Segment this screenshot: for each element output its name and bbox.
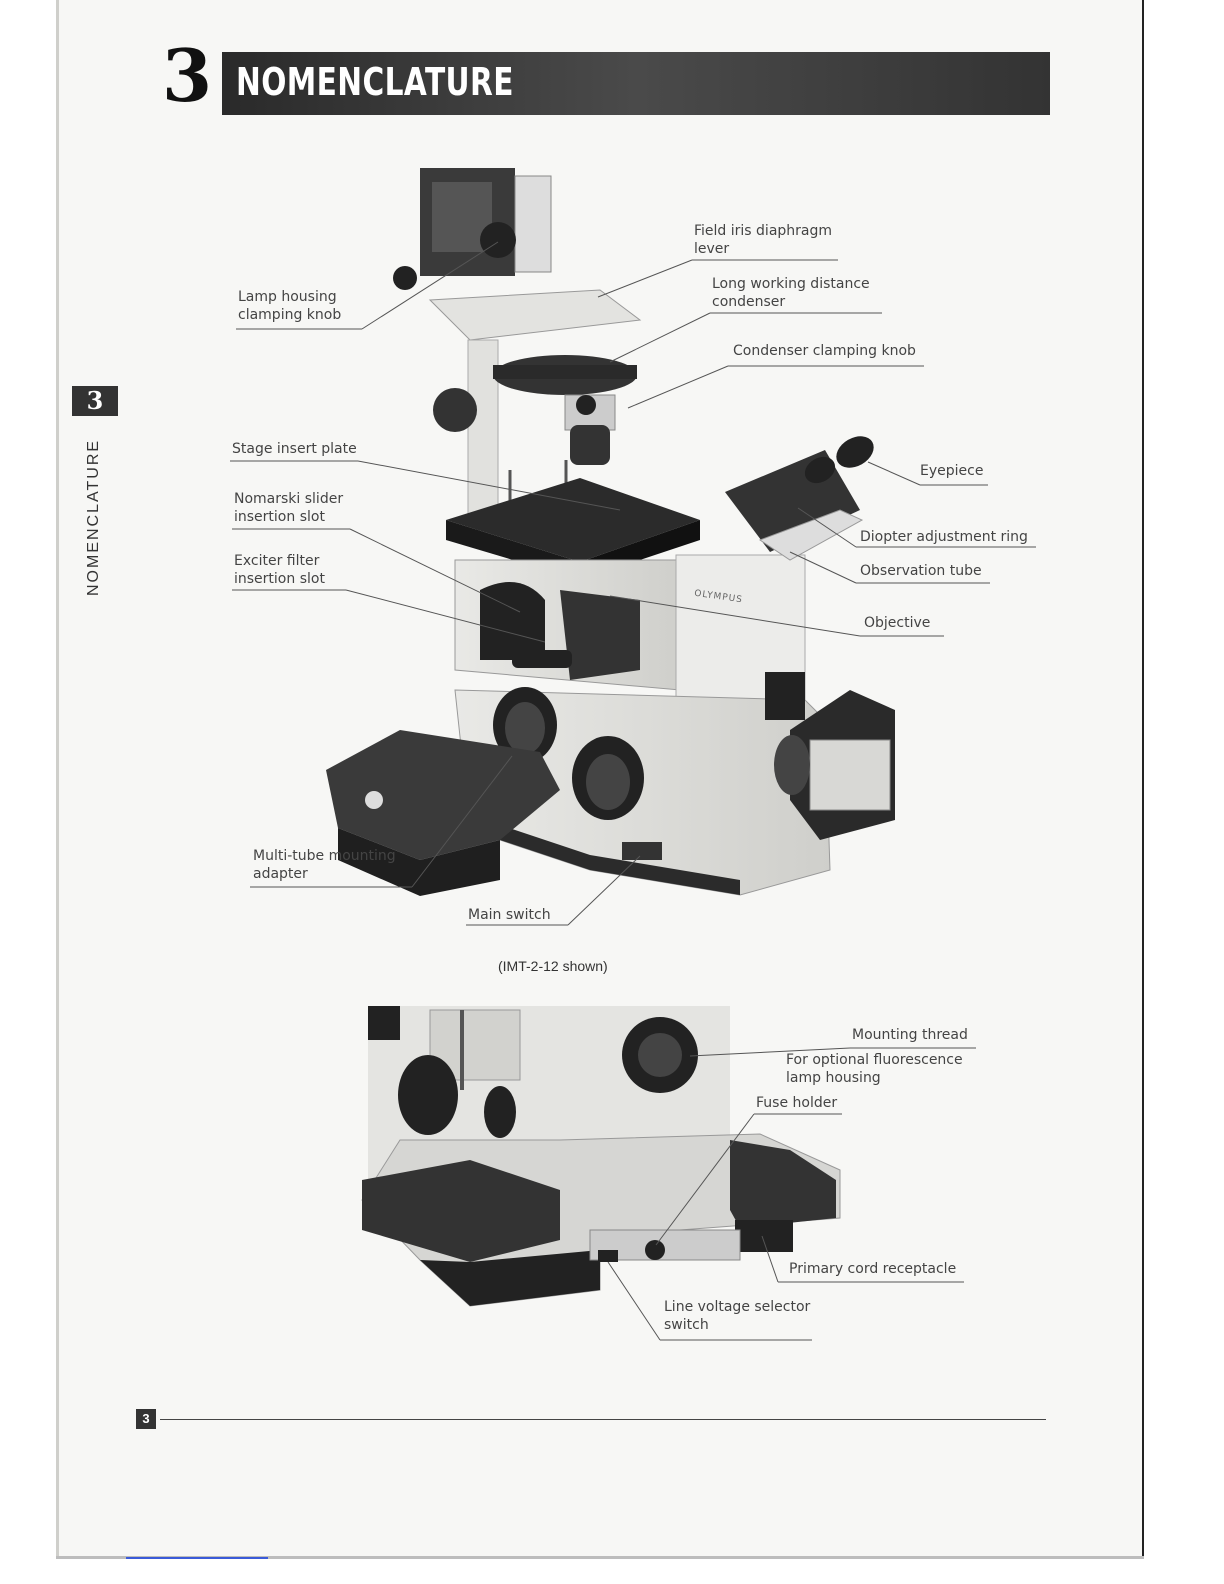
rear-view-drawing [361,1006,841,1307]
label-fuse-holder: Fuse holder [756,1095,838,1111]
section-title: NOMENCLATURE [236,60,514,104]
label-line-voltage-selector-switch: Line voltage selector switch [664,1299,811,1333]
label-eyepiece: Eyepiece [920,463,984,479]
page-number: 3 [136,1409,156,1429]
side-tab-number: 3 [72,386,118,416]
label-field-iris-diaphragm-lever: Field iris diaphragm lever [694,223,833,257]
side-tab: 3 NOMENCLATURE [72,386,118,600]
label-multi-tube-mounting-adapter: Multi-tube mounting adapter [253,848,396,882]
page-bottom-edge [56,1556,1144,1559]
label-lamp-housing-clamping-knob: Lamp housing clamping knob [238,289,342,323]
label-fluorescence-lamp-housing: For optional fluorescence lamp housing [786,1052,963,1086]
label-main-switch: Main switch [468,907,551,923]
label-diopter-adjustment-ring: Diopter adjustment ring [860,529,1028,545]
label-long-working-distance-condenser: Long working distance condenser [712,276,870,310]
label-exciter-filter-insertion-slot: Exciter filter insertion slot [234,553,325,587]
microscope-drawing [326,168,895,896]
footer-rule [160,1419,1046,1420]
label-objective: Objective [864,615,931,631]
figure2-leader-lines [607,1047,976,1341]
label-stage-insert-plate: Stage insert plate [232,441,357,457]
figure1-leader-lines [230,241,1036,926]
label-condenser-clamping-knob: Condenser clamping knob [733,343,916,359]
label-observation-tube: Observation tube [860,563,982,579]
figure-caption: (IMT-2-12 shown) [498,958,608,974]
page-bottom-link-bar [126,1557,268,1559]
label-primary-cord-receptacle: Primary cord receptacle [789,1261,957,1277]
section-number: 3 [162,33,213,118]
label-nomarski-slider-insertion-slot: Nomarski slider insertion slot [234,491,344,525]
section-title-bar: NOMENCLATURE [222,52,1050,115]
label-mounting-thread: Mounting thread [852,1027,968,1043]
